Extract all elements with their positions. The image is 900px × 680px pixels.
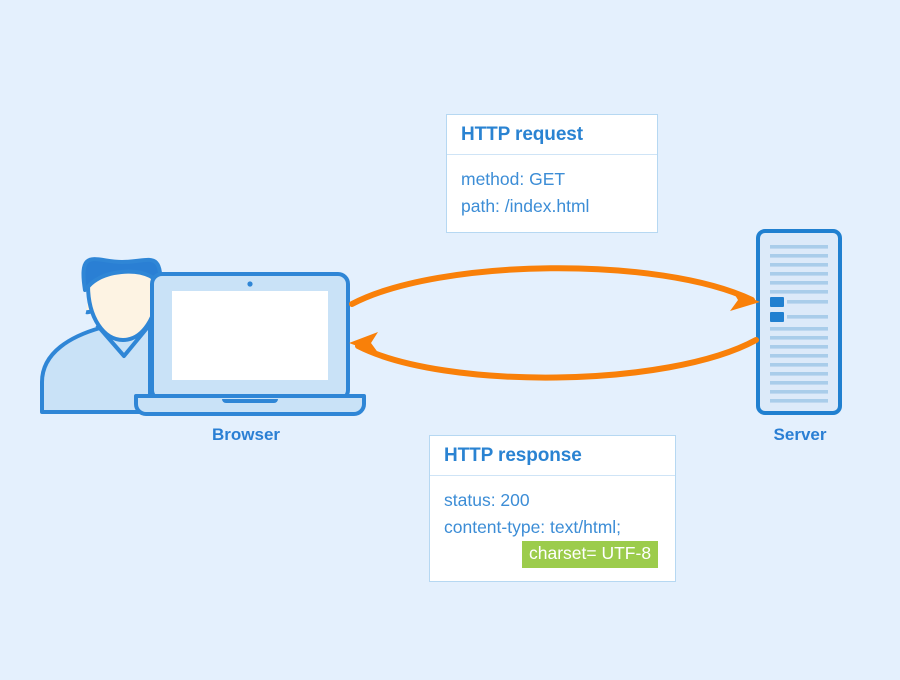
http-response-box: HTTP response status: 200 content-type: … [429, 435, 676, 582]
server-icon [756, 229, 842, 415]
http-request-line-path: path: /index.html [461, 195, 590, 216]
http-request-title: HTTP request [447, 115, 657, 155]
user-figure-icon [40, 257, 163, 414]
http-response-line-content-type: content-type: text/html; [444, 516, 622, 537]
http-response-line-status: status: 200 [444, 490, 530, 510]
charset-highlight: charset= UTF-8 [522, 541, 659, 568]
browser-caption: Browser [211, 425, 281, 444]
http-request-line-method: method: GET [461, 169, 566, 189]
http-response-title: HTTP response [430, 436, 675, 476]
http-request-box: HTTP request method: GET path: /index.ht… [446, 114, 658, 234]
server-status-markers [770, 297, 784, 322]
server-caption: Server [773, 425, 827, 444]
laptop-icon [134, 272, 366, 416]
response-arrow [349, 332, 759, 381]
http-response-body: status: 200 content-type: text/html; cha… [430, 476, 675, 581]
http-response-line-charset-wrap: charset= UTF-8 [444, 540, 661, 568]
http-request-body: method: GET path: /index.html [447, 155, 657, 232]
request-arrow [349, 265, 760, 311]
